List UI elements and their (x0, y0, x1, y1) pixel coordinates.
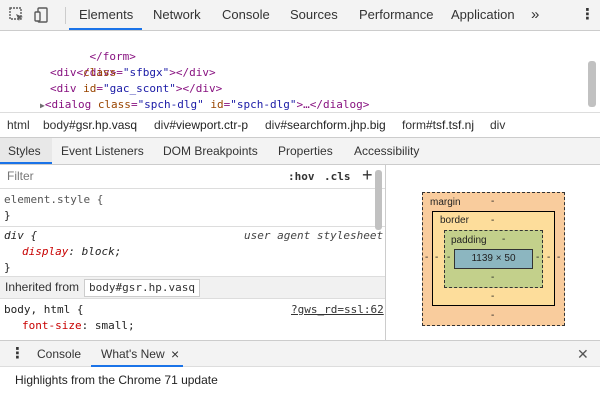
attr-value: "spch-dlg" (230, 98, 297, 111)
tab-elements[interactable]: Elements (79, 7, 134, 22)
drawer-tab-console[interactable]: Console (37, 347, 82, 361)
body-rule-selector[interactable]: body, html { (4, 303, 84, 316)
inherited-from-bar: Inherited from body#gsr.hp.vasq (0, 276, 385, 299)
breadcrumb-item[interactable]: form#tsf.tsf.nj (402, 118, 475, 132)
tag-close: >…</dialog> (296, 98, 370, 111)
toolbar-divider (65, 7, 66, 24)
close-drawer-icon[interactable]: ✕ (577, 346, 589, 362)
drawer-menu-icon[interactable]: ⋮ (10, 345, 25, 362)
div-rule-selector[interactable]: div { (4, 229, 38, 242)
add-rule-icon[interactable]: + (362, 165, 373, 185)
device-toolbar-icon[interactable] (34, 6, 52, 24)
attr-value: "gac_scont" (103, 82, 176, 95)
attr-name: class (83, 66, 117, 79)
dom-node[interactable]: <div class="sfbgx"></div> (50, 66, 216, 79)
tab-performance[interactable]: Performance (359, 7, 434, 22)
tab-console[interactable]: Console (222, 7, 270, 22)
css-declaration[interactable]: display: block; (22, 245, 122, 258)
breadcrumb-item[interactable]: body#gsr.hp.vasq (43, 118, 138, 132)
dom-node[interactable]: ▶<dialog class="spch-dlg" id="spch-dlg">… (40, 98, 370, 111)
dom-node[interactable]: <div id="gac_scont"></div> (50, 82, 223, 95)
dom-scrollbar[interactable] (584, 31, 600, 112)
whats-new-panel: Highlights from the Chrome 71 update (0, 367, 600, 400)
dom-tree: </form> </div> <div class="sfbgx"></div>… (0, 31, 582, 111)
border-right-value: - (547, 252, 551, 263)
box-model-content[interactable]: 1139 × 50 (454, 249, 533, 269)
margin-left-value: - (425, 252, 429, 263)
hover-state-toggle[interactable]: :hov (288, 170, 315, 183)
element-style-close: } (4, 209, 11, 222)
tab-accessibility[interactable]: Accessibility (354, 144, 420, 158)
active-tab-indicator (69, 28, 142, 30)
active-subtab-indicator (0, 162, 52, 164)
dom-scrollbar-thumb[interactable] (588, 61, 596, 107)
styles-filter-bar: Filter :hov .cls + (0, 165, 385, 189)
div-rule-close: } (4, 261, 11, 274)
padding-right-value: - (536, 252, 540, 263)
more-tabs-icon[interactable]: » (531, 6, 540, 23)
rule-source-label: user agent stylesheet (244, 229, 384, 242)
border-top-value: - (491, 215, 495, 226)
inspect-element-icon[interactable] (8, 6, 26, 24)
attr-value: "spch-dlg" (137, 98, 204, 111)
breadcrumb-item[interactable]: div#searchform.jhp.big (265, 118, 386, 132)
padding-label: padding (451, 235, 487, 246)
inherited-label: Inherited from (5, 280, 80, 294)
tag-close: ></div> (175, 82, 223, 95)
closing-form-tag: </form> (89, 50, 136, 63)
box-model-pane: margin - - - - border - - - - padding - … (387, 165, 600, 340)
drawer-tab-whats-new[interactable]: What's New (101, 347, 165, 361)
padding-bottom-value: - (491, 272, 495, 283)
attr-name: class (97, 98, 131, 111)
filter-input[interactable]: Filter (7, 169, 34, 183)
tag-open: <div (50, 66, 84, 79)
styles-pane: Filter :hov .cls + element.style { } div… (0, 165, 386, 340)
dom-node[interactable]: </form> (63, 33, 136, 63)
tab-sources[interactable]: Sources (290, 7, 338, 22)
dom-node[interactable]: </div> (50, 49, 117, 79)
margin-bottom-value: - (491, 310, 495, 321)
border-bottom-value: - (491, 291, 495, 302)
whats-new-headline: Highlights from the Chrome 71 update (15, 373, 218, 387)
attr-value: "sfbgx" (122, 66, 170, 79)
margin-right-value: - (557, 252, 561, 263)
tab-styles[interactable]: Styles (0, 138, 52, 164)
breadcrumb: html body#gsr.hp.vasq div#viewport.ctr-p… (0, 112, 600, 138)
rule-divider (0, 226, 385, 227)
css-declaration[interactable]: font-size: small; (22, 319, 135, 332)
element-style-selector[interactable]: element.style { (4, 193, 104, 206)
class-toggle[interactable]: .cls (324, 170, 351, 183)
border-left-value: - (435, 252, 439, 263)
margin-label: margin (430, 197, 461, 208)
inherited-node-link[interactable]: body#gsr.hp.vasq (84, 279, 200, 297)
styles-scrollbar[interactable] (374, 166, 384, 340)
attr-name: id (83, 82, 97, 95)
padding-left-value: - (447, 252, 451, 263)
tab-dom-breakpoints[interactable]: DOM Breakpoints (163, 144, 258, 158)
closing-div-tag: </div> (76, 66, 117, 79)
drawer-toolbar: ⋮ Console What's New × ✕ (0, 340, 600, 367)
tab-network[interactable]: Network (153, 7, 201, 22)
devtools-toolbar: Elements Network Console Sources Perform… (0, 0, 600, 31)
close-tab-icon[interactable]: × (171, 346, 180, 362)
tab-application[interactable]: Application (451, 7, 515, 22)
tab-properties[interactable]: Properties (278, 144, 333, 158)
breadcrumb-item[interactable]: div#viewport.ctr-p (154, 118, 249, 132)
sidebar-tabs: Styles Event Listeners DOM Breakpoints P… (0, 138, 600, 165)
customize-menu-icon[interactable]: ⋮ (580, 6, 595, 23)
border-label: border (440, 215, 469, 226)
padding-top-value: - (502, 234, 506, 245)
styles-scrollbar-thumb[interactable] (375, 170, 382, 230)
margin-top-value: - (491, 196, 495, 207)
breadcrumb-item[interactable]: html (7, 118, 30, 132)
breadcrumb-item[interactable]: div (490, 118, 506, 132)
tag-open: <dialog (44, 98, 98, 111)
active-drawer-tab-indicator (91, 365, 183, 367)
tab-event-listeners[interactable]: Event Listeners (61, 144, 144, 158)
tag-open: <div (50, 82, 84, 95)
expand-arrow-icon[interactable]: ▶ (40, 101, 45, 110)
tag-close: ></div> (169, 66, 216, 79)
rule-source-link[interactable]: ?gws_rd=ssl:62 (291, 303, 384, 316)
attr-name: id (210, 98, 224, 111)
